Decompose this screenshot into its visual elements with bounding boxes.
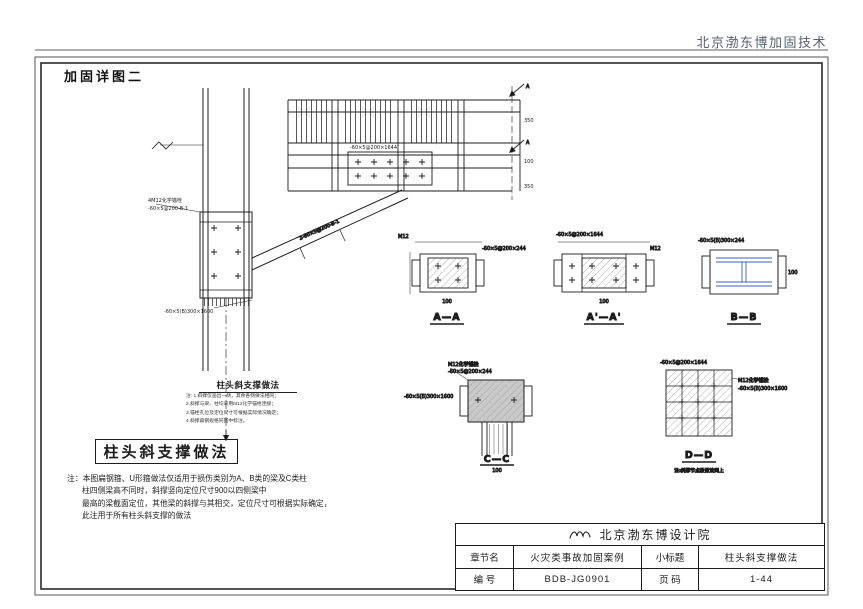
dd-ann-1: -60×5@200×1644 — [660, 360, 707, 366]
beam-dimensions: 350 100 350 — [524, 118, 534, 190]
note-line: 注：本图扁钢箍、U形箍做法仅适用于损伤类别为A、B类的梁及C类柱 — [67, 474, 307, 483]
main-detail-subnotes: 注: 1.斜撑仅画出一侧，其余各侧做法相同； 2.斜撑与梁、柱均采用M12化学锚… — [186, 393, 312, 427]
subnote-line: 4.斜撑扁钢规格同图中标注。 — [186, 419, 248, 425]
aa-ann-m12: M12 — [398, 234, 409, 240]
section-b-b: -60×5(B)300×244 100 B—B — [698, 238, 798, 325]
title-block: 北京渤东博设计院 章节名 火灾类事故加固案例 小标题 柱头斜支撑做法 编 号 B… — [455, 523, 825, 591]
page-label: 页 码 — [641, 567, 698, 590]
diagonal-brace: 2-60×5@200-B-1 — [251, 189, 409, 271]
drawing-title: 加固详图二 — [64, 69, 145, 84]
cc-ann-2: -60×5@200×244 — [448, 369, 492, 375]
number-value: BDB-JG0901 — [513, 567, 641, 590]
chapter-value: 火灾类事故加固案例 — [513, 545, 641, 568]
design-institute-logo-icon — [569, 531, 592, 539]
main-detail-label: 柱头斜支撑做法 — [199, 379, 297, 393]
section-d-d: -60×5@200×1644 M12化学锚栓 -60×5(B)300×1600 … — [660, 360, 788, 475]
bb-ann-steel: -60×5(B)300×244 — [698, 238, 744, 244]
section-label-b-b: B—B — [731, 312, 758, 323]
cc-ann-3: -60×5(B)300×1600 — [404, 394, 453, 400]
column-annotations: 4M12化学锚栓 -60×5@200-B-1 -60×5(B)300×1600 … — [148, 145, 397, 315]
steel-beam-profile — [716, 257, 772, 287]
section-cut-marks: A A — [509, 84, 530, 200]
note-line: 最高的梁截面定位，其他梁的斜撑与其相交，定位尺寸可根据实际确定， — [82, 498, 332, 508]
subtitle-label: 小标题 — [641, 545, 698, 568]
section-label-c-c: C—C — [484, 454, 510, 465]
aa-dim: 100 — [442, 299, 452, 305]
bb-dim: 100 — [788, 270, 798, 276]
section-a1-a1: -60×5@200×1644 M12 100 A'—A' — [553, 232, 661, 325]
page-value: 1-44 — [698, 567, 824, 590]
cc-dim: 100 — [492, 468, 502, 474]
header-brand: 北京渤东博加固技术 — [696, 36, 827, 51]
dim-350-top: 350 — [524, 118, 534, 124]
column-elevation — [151, 88, 250, 371]
dd-ann-3: -60×5(B)300×1600 — [738, 386, 787, 392]
anchor-bolt-annotation: 4M12化学锚栓 — [148, 197, 182, 204]
a1a1-dim: 100 — [599, 299, 609, 305]
section-label-d-d: D—D — [685, 450, 713, 461]
beam-strap-annotation: -60×5@200×1644 — [350, 145, 397, 151]
note-line: 此注用于所有柱头斜支撑的做法 — [82, 511, 192, 521]
sheet-border — [34, 49, 829, 596]
note-line: 柱四侧梁高不同时，斜撑竖向定位尺寸900以四侧梁中 — [82, 486, 267, 496]
dim-100-mid: 100 — [524, 159, 534, 165]
section-letter-a-top: A — [526, 84, 530, 90]
company-row: 北京渤东博设计院 — [456, 524, 824, 545]
section-a-a: M12 -60×5@200×244 100 A—A — [398, 234, 526, 325]
chapter-label: 章节名 — [456, 545, 513, 568]
flat-plate-annotation: -60×5(B)300×1600 — [164, 309, 213, 315]
boxed-detail-title: 柱头斜支撑做法 — [95, 439, 238, 464]
section-label-a-a: A—A — [433, 312, 460, 323]
section-label-a1-a1: A'—A' — [586, 312, 621, 323]
company-name: 北京渤东博设计院 — [599, 528, 712, 542]
section-c-c: M12化学锚栓 -60×5@200×244 -60×5(B)300×1600 1… — [404, 361, 533, 474]
subnote-line: 注: 1.斜撑仅画出一侧，其余各侧做法相同； — [186, 394, 280, 399]
aa-ann-steel: -60×5@200×244 — [482, 246, 526, 252]
number-label: 编 号 — [456, 567, 513, 591]
beam-elevation — [287, 99, 521, 192]
dim-350-bottom: 350 — [524, 184, 534, 190]
subtitle-value: 柱头斜支撑做法 — [698, 545, 824, 568]
flat-steel-annotation: -60×5@200-B-1 — [148, 206, 188, 212]
dd-caption: 注:斜撑节点板做法同上 — [674, 467, 724, 474]
subnote-line: 3.锚栓孔位及定位尺寸可根据实际情况确定； — [186, 410, 282, 416]
dd-ann-2: M12化学锚栓 — [738, 377, 769, 384]
general-notes: 注：本图扁钢箍、U形箍做法仅适用于损伤类别为A、B类的梁及C类柱 柱四侧梁高不同… — [67, 473, 387, 523]
a1a1-ann-steel: -60×5@200×1644 — [556, 232, 603, 238]
subnote-line: 2.斜撑与梁、柱均采用M12化学锚栓连接； — [186, 402, 277, 408]
column-head-plate — [155, 203, 253, 309]
section-letter-a-bottom: A — [526, 140, 530, 146]
cc-ann-1: M12化学锚栓 — [448, 361, 479, 368]
a1a1-ann-m12: M12 — [650, 246, 661, 252]
